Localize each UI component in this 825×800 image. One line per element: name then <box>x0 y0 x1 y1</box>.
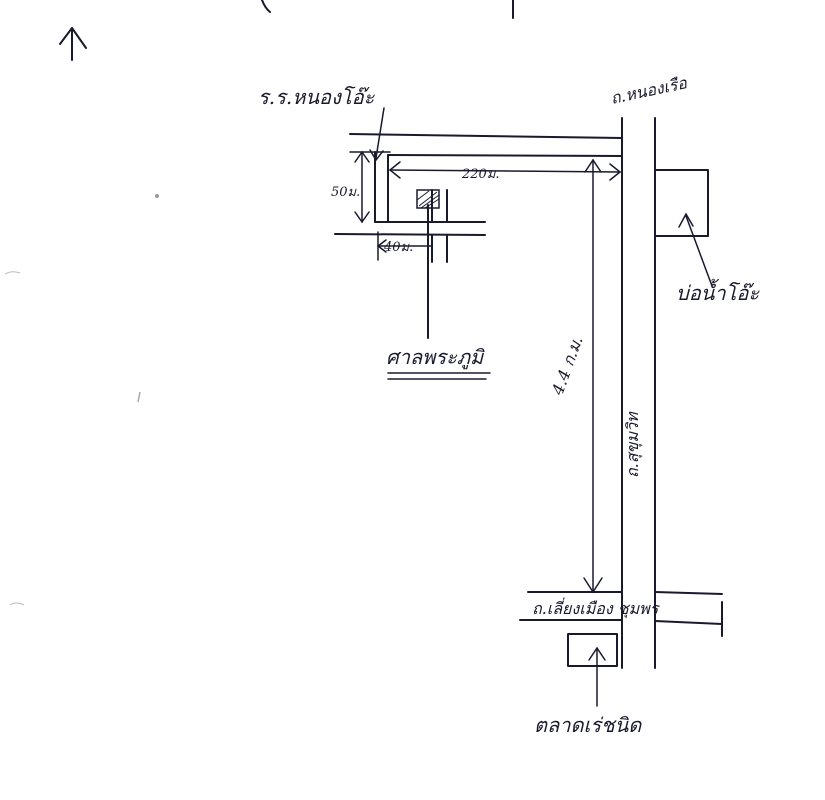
vertical-road <box>621 117 656 669</box>
school-pointer-arrow <box>369 149 384 162</box>
market-label: ตลาดเร่ชนิด <box>534 713 642 737</box>
vertical-road-label: ถ.สุขุมวิท <box>623 411 643 478</box>
height-dimension-label: 50ม. <box>331 185 360 200</box>
height-dimension <box>349 150 391 224</box>
market-pointer-arrow <box>588 646 606 661</box>
width-dimension-label: 220ม. <box>461 167 500 182</box>
shrine-label: ศาลพระภูมิ <box>386 345 485 370</box>
bottom-road <box>519 591 723 637</box>
width-dimension-arrow-right <box>609 163 622 181</box>
school-pointer-line <box>375 107 385 159</box>
width-dimension-arrow-left <box>388 161 401 179</box>
market-box <box>567 633 618 667</box>
market-marker <box>567 633 618 707</box>
small-dimension-label: 40ม. <box>383 240 413 255</box>
partial-stroke <box>261 0 271 13</box>
paper-mark <box>4 271 21 275</box>
well-pointer-line <box>685 215 713 287</box>
well-label: บ่อน้ำโอ๊ะ <box>676 278 760 305</box>
paper-mark <box>137 391 141 403</box>
small-dimension <box>376 231 433 261</box>
distance-dimension <box>583 158 603 594</box>
school-label: ร.ร.หนองโอ๊ะ <box>258 85 376 109</box>
height-dimension-arrow-bottom <box>354 211 370 224</box>
hatch-line <box>418 191 438 207</box>
width-dimension-line <box>389 169 621 173</box>
hatch-line <box>420 194 440 209</box>
north-arrow <box>59 27 87 61</box>
bottom-road-label: ถ.เลี่ยงเมือง ชุมพร <box>532 597 661 619</box>
distance-label: 4.4 ก.ม. <box>548 334 587 399</box>
bottom-road-upper-right <box>654 591 723 595</box>
paper-mark <box>9 602 25 606</box>
width-dimension <box>388 161 622 181</box>
north-arrow-head <box>59 27 87 49</box>
left-cross-road-edge <box>334 233 486 236</box>
paper-speck <box>155 194 159 198</box>
well-marker <box>654 169 713 287</box>
bottom-road-lower-right <box>654 620 723 625</box>
distance-dimension-arrow-top <box>584 158 602 173</box>
top-road-upper-edge <box>349 133 623 139</box>
road-top-right-label: ถ.หนองเรือ <box>609 73 690 108</box>
hatch-line <box>416 190 430 201</box>
top-road-lower-edge <box>387 154 623 157</box>
well-box <box>654 169 709 237</box>
top-road <box>349 133 623 157</box>
well-pointer-arrow <box>678 212 694 228</box>
